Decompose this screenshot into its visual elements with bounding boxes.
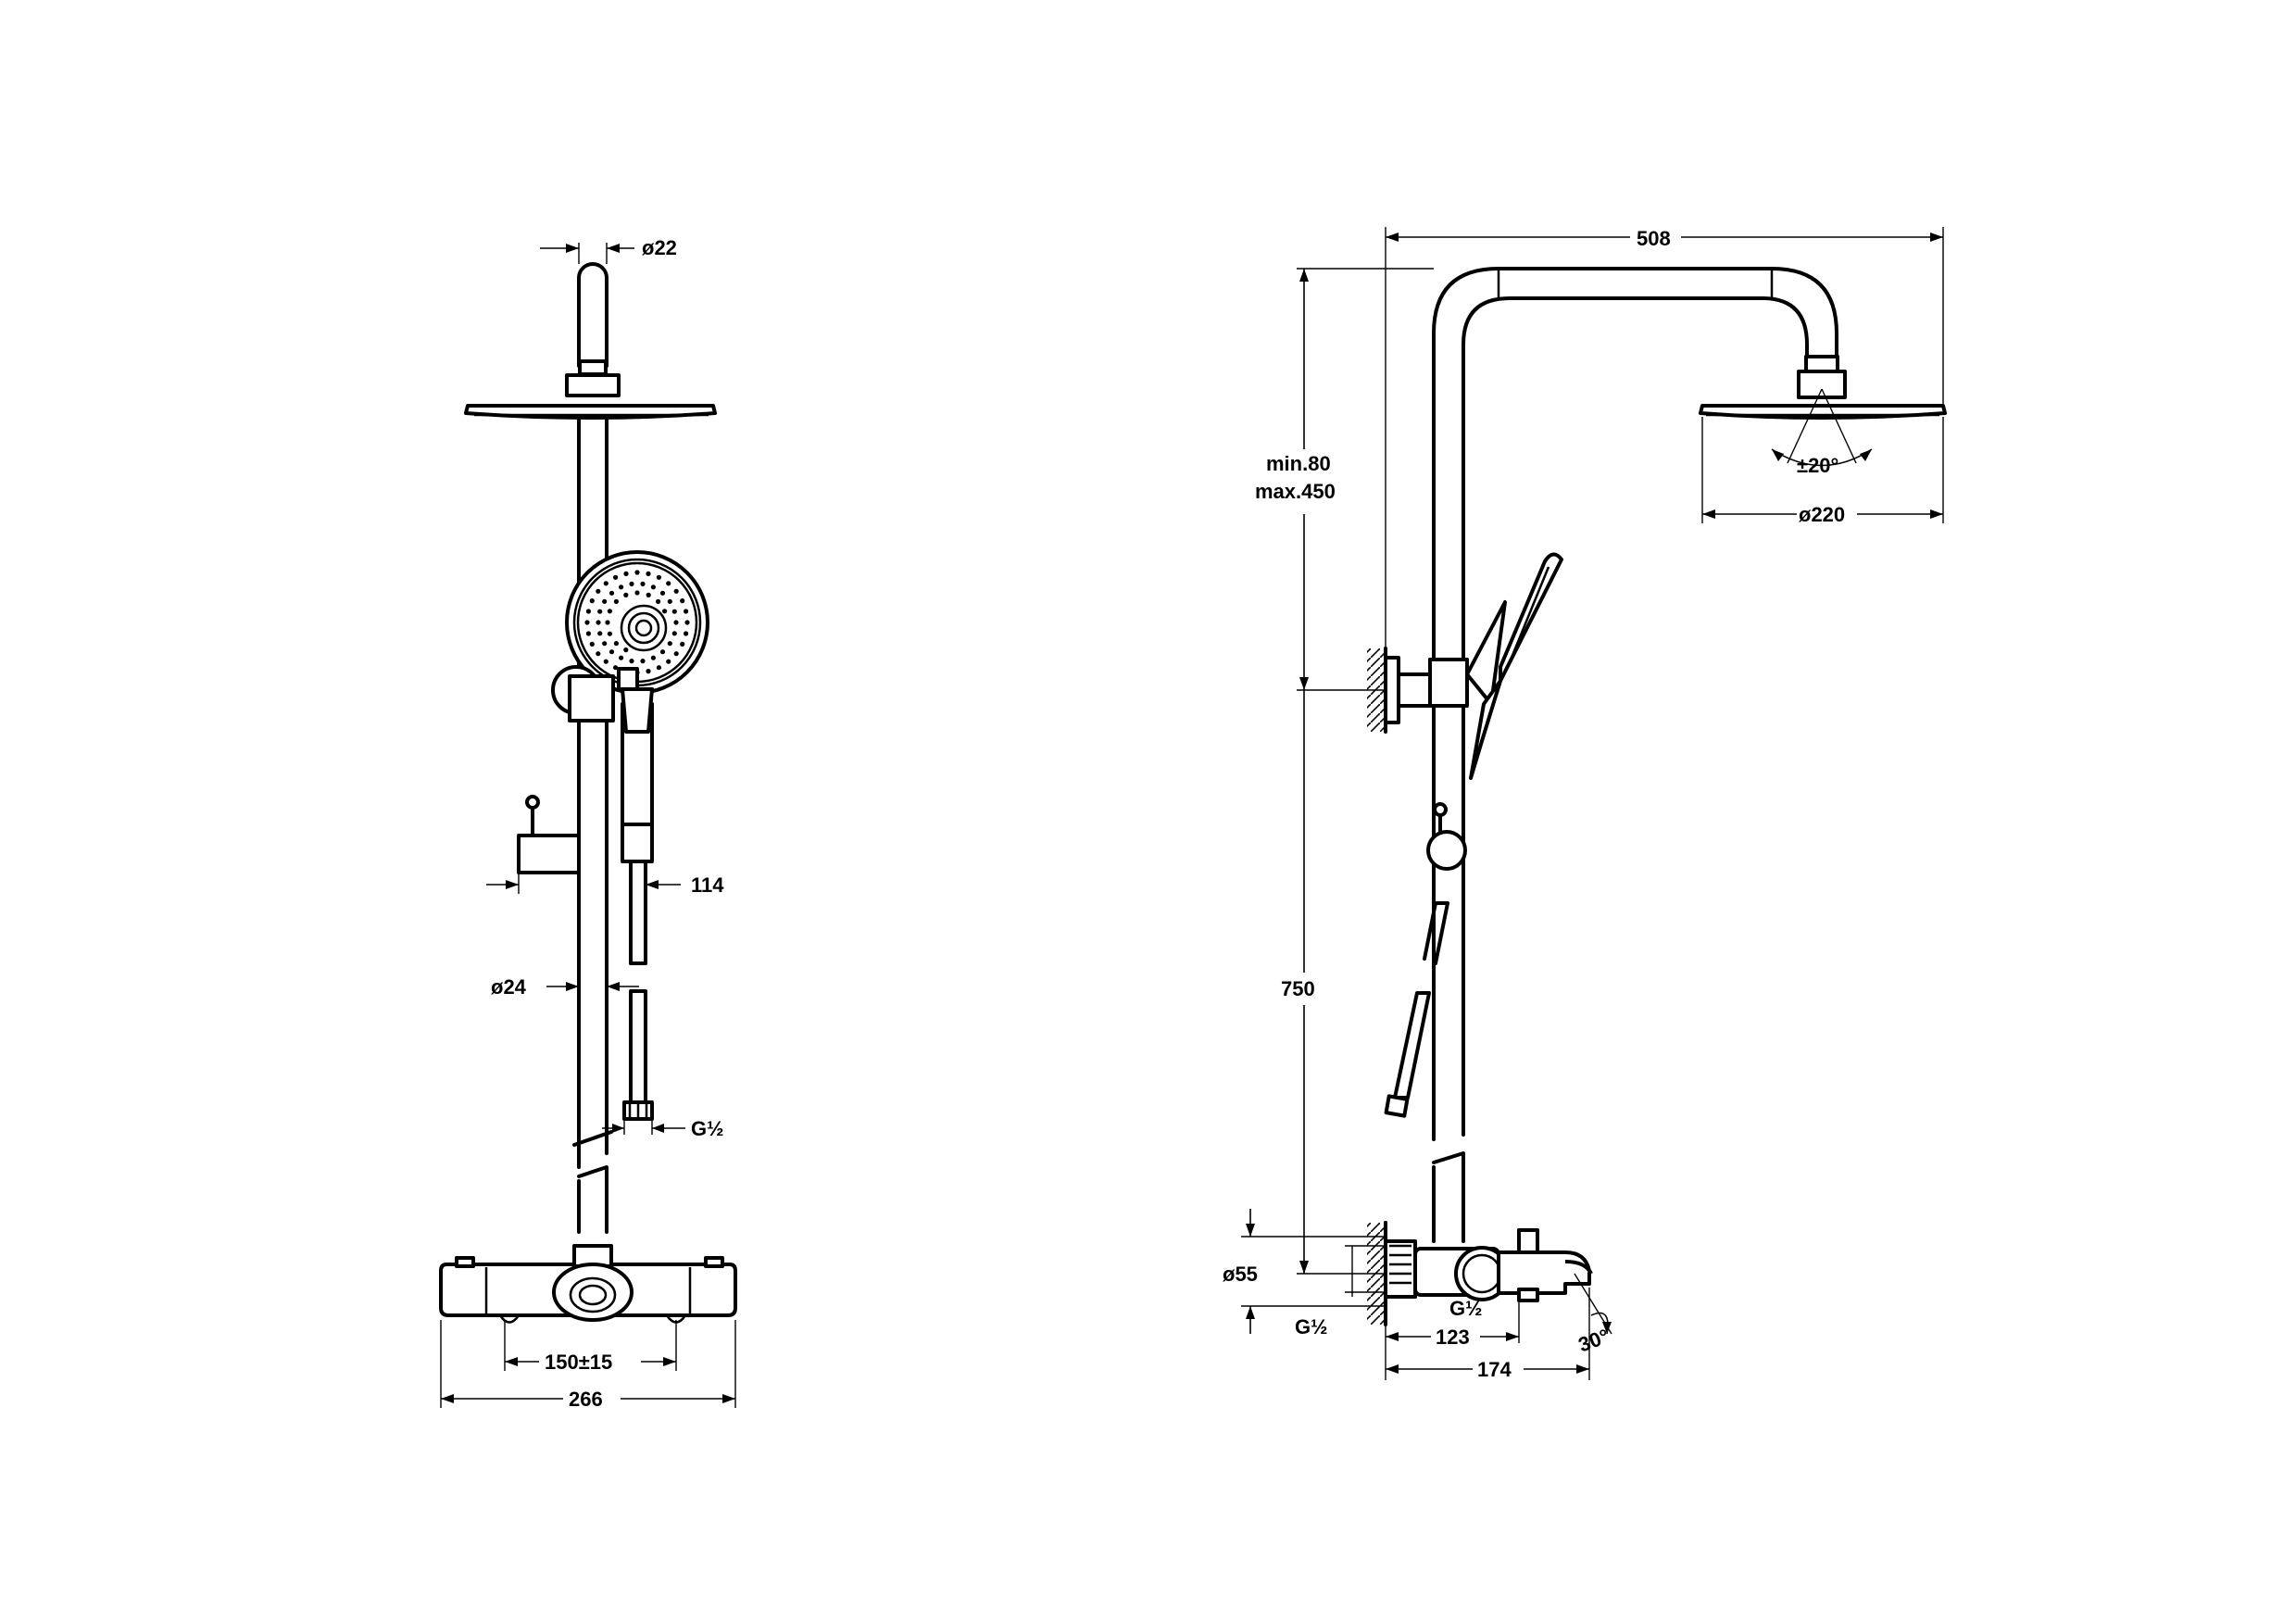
label-arm-height-min: min.80 (1266, 452, 1331, 475)
spray-nozzle (584, 620, 590, 625)
hose-side (1384, 901, 1449, 1118)
front-dimensions (440, 243, 736, 1408)
spray-nozzle (667, 641, 672, 647)
spray-nozzle (671, 631, 677, 636)
head-shower-side (1699, 370, 1947, 420)
spray-nozzle (671, 609, 677, 614)
spray-nozzle (634, 590, 640, 596)
spray-nozzle (596, 588, 601, 594)
top-arm (577, 262, 609, 376)
label-spout-thread: G½ (1449, 1297, 1482, 1320)
wall-lower (1367, 1221, 1417, 1326)
spray-nozzle (596, 620, 601, 625)
spray-nozzle (659, 649, 666, 655)
spray-nozzle (662, 609, 668, 614)
label-arm-length: 508 (1637, 227, 1671, 250)
spray-nozzle (656, 598, 661, 605)
label-arm-height-max: max.450 (1255, 480, 1336, 503)
hand-shower-side (1428, 552, 1563, 780)
label-outlet-height: 114 (691, 873, 724, 897)
spray-nozzle (585, 631, 592, 636)
spray-nozzle (597, 631, 603, 636)
spray-nozzle (666, 581, 671, 586)
overhead-arm (1432, 267, 1839, 1141)
spray-nozzle (640, 581, 646, 587)
spray-nozzle (629, 581, 634, 587)
label-spout-depth: 123 (1436, 1326, 1470, 1349)
spray-nozzle (680, 641, 685, 647)
hand-shower-holder (551, 665, 654, 734)
label-head-diameter: ø220 (1799, 503, 1845, 526)
spray-nozzle (684, 609, 689, 614)
spray-nozzle (597, 609, 603, 614)
side-dimensions (1241, 227, 1944, 1380)
spray-nozzle (646, 571, 651, 577)
spray-nozzle (613, 665, 619, 671)
lower-rail-side (1432, 1151, 1465, 1243)
label-flange-diameter: ø55 (1223, 1263, 1258, 1286)
spray-nozzle (603, 659, 609, 664)
spray-nozzle (623, 647, 629, 653)
label-inlet-thread: G½ (1295, 1315, 1327, 1338)
label-total-width: 266 (569, 1388, 603, 1411)
spray-nozzle (596, 651, 601, 657)
spray-nozzle (605, 620, 610, 625)
spray-nozzle (623, 592, 629, 598)
spray-nozzle (659, 590, 666, 596)
spray-nozzle (684, 620, 690, 625)
spray-nozzle (666, 659, 671, 664)
mixer-side (1413, 1228, 1593, 1302)
side-labels: 508 min.80 max.450 ±20° ø220 750 ø55 G½ … (1223, 227, 1845, 1381)
head-shower-front (464, 373, 717, 420)
spray-nozzle (585, 609, 592, 614)
label-rail-diameter: ø24 (491, 975, 527, 999)
label-pipe-diameter: ø22 (642, 236, 677, 259)
spray-nozzle (646, 669, 651, 674)
label-center-distance: 150±15 (545, 1351, 612, 1374)
spray-nozzle (646, 592, 651, 598)
spray-nozzle (667, 598, 672, 604)
spray-nozzle (603, 581, 609, 586)
spray-nozzle (640, 659, 646, 664)
label-hose-thread: G½ (691, 1117, 723, 1140)
spray-nozzle (673, 651, 679, 657)
spray-nozzle (589, 641, 595, 647)
spray-nozzle (656, 574, 662, 580)
spray-nozzle (607, 631, 613, 636)
label-head-tilt: ±20° (1797, 454, 1838, 477)
spray-nozzle (619, 655, 624, 660)
spray-nozzle (589, 598, 595, 604)
label-total-depth: 174 (1477, 1358, 1512, 1381)
spray-nozzle (650, 655, 657, 660)
spray-nozzle (607, 609, 613, 614)
front-labels: ø22 114 ø24 G½ 150±15 266 (491, 236, 724, 1411)
sliding-clamp (517, 795, 581, 874)
mixer-front (439, 1244, 737, 1324)
spray-nozzle (623, 571, 629, 577)
spray-nozzle (609, 649, 615, 655)
spray-nozzle (629, 659, 634, 664)
spray-nozzle (619, 584, 624, 590)
spray-nozzle (613, 641, 620, 647)
spray-nozzle (650, 584, 657, 590)
hand-shower-handle (621, 702, 654, 1121)
spray-nozzle (634, 570, 640, 575)
front-view: ø22 114 ø24 G½ 150±15 266 (439, 236, 737, 1411)
spray-nozzle (602, 598, 608, 604)
spray-nozzle (609, 590, 615, 596)
spray-nozzle (656, 665, 662, 671)
side-view: 508 min.80 max.450 ±20° ø220 750 ø55 G½ … (1223, 227, 1947, 1381)
spray-nozzle (673, 588, 679, 594)
spray-nozzle (673, 620, 679, 625)
spray-nozzle (613, 574, 619, 580)
spray-nozzle (613, 598, 620, 605)
spray-nozzle (602, 641, 608, 647)
slider-side (1426, 802, 1467, 871)
label-rail-height: 750 (1281, 977, 1315, 1000)
spray-nozzle (684, 631, 689, 636)
spray-nozzle (680, 598, 685, 604)
main-rail (572, 417, 613, 1234)
